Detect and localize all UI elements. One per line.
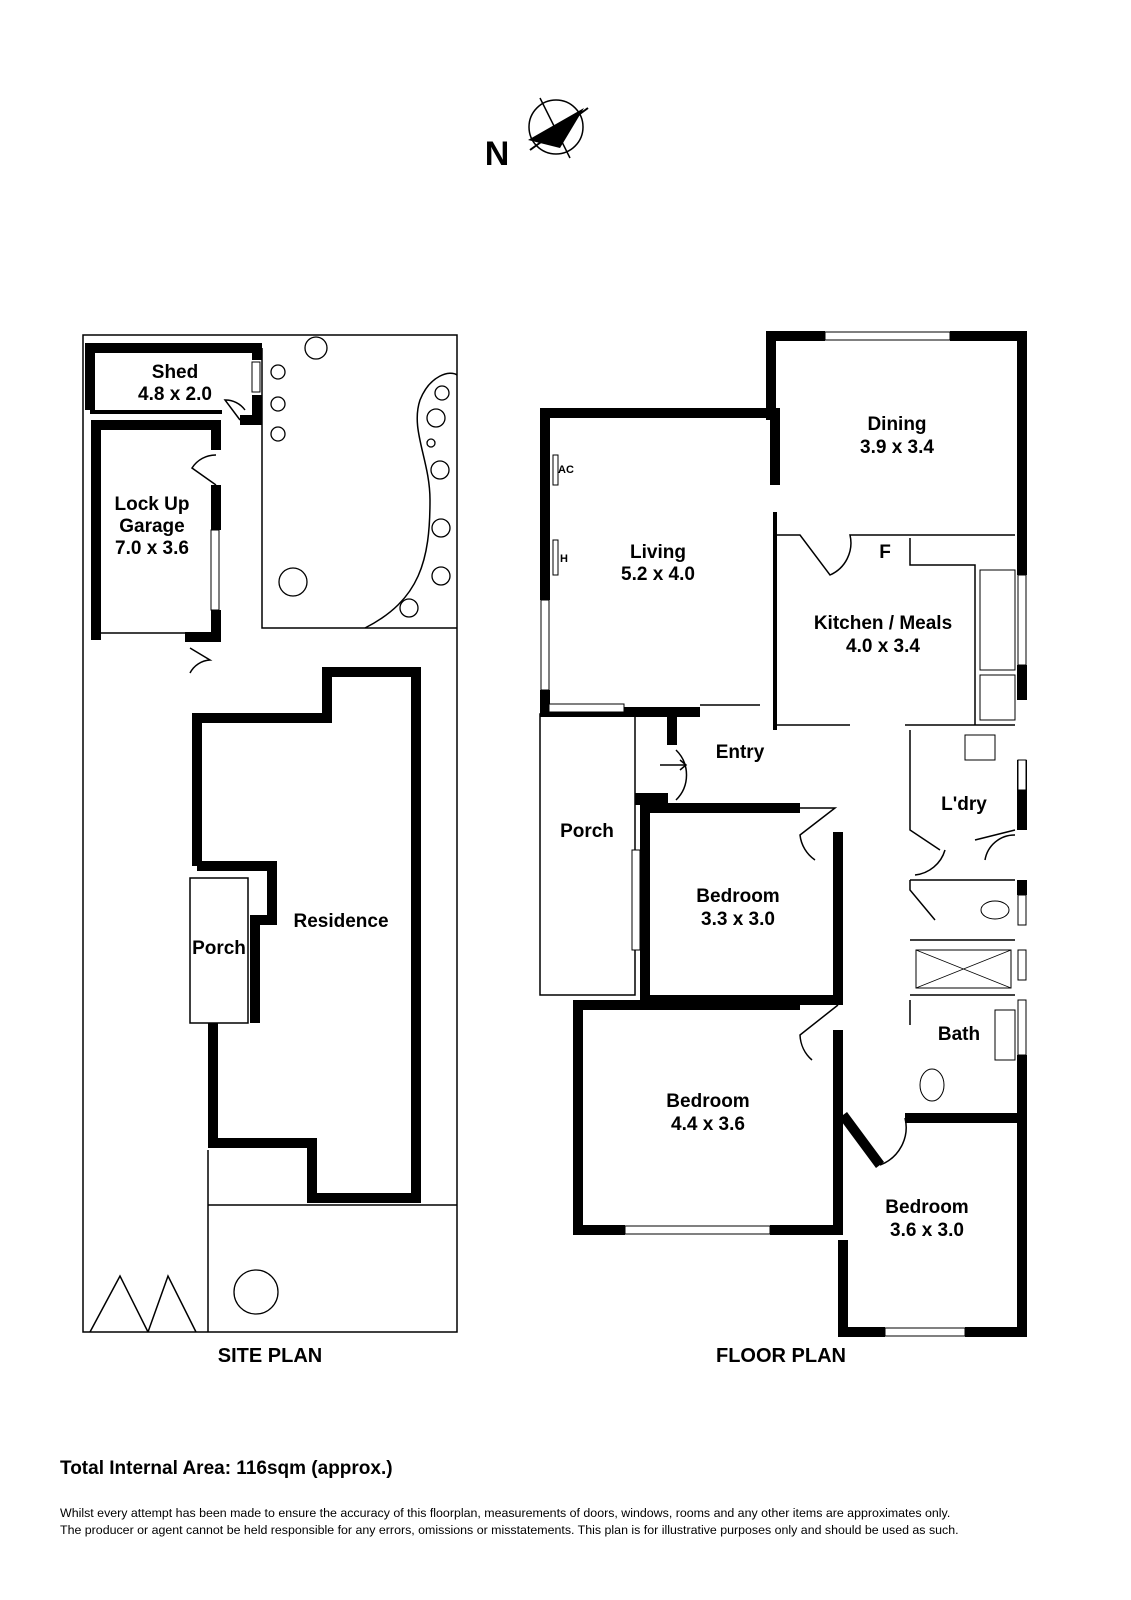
compass-north-label: N [485, 135, 510, 173]
heater-label: H [560, 553, 568, 565]
shed-walls [85, 343, 262, 425]
compass: N [485, 97, 589, 173]
fridge-label: F [879, 542, 891, 563]
garage-label-2: Garage [119, 516, 184, 537]
bath-label: Bath [938, 1024, 980, 1045]
site-plan: Shed 4.8 x 2.0 Lock Up Garage 7.0 x 3.6 … [82, 334, 458, 1367]
room-bedroom-3-size: 3.6 x 3.0 [890, 1220, 964, 1241]
floor-plan: AC H F Dining 3.9 x 3.4 Living 5.2 x 4.0… [539, 331, 1027, 1367]
room-living-size: 5.2 x 4.0 [621, 564, 695, 585]
tree-icons [233, 336, 451, 1315]
room-dining-name: Dining [867, 414, 926, 435]
porch-label: Porch [560, 821, 614, 842]
garage-size: 7.0 x 3.6 [115, 538, 189, 559]
entry-label: Entry [716, 742, 765, 763]
residence-label: Residence [293, 911, 388, 932]
site-plan-title: SITE PLAN [218, 1345, 322, 1367]
room-kitchen-size: 4.0 x 3.4 [846, 636, 920, 657]
north-arrow-icon [528, 108, 584, 148]
laundry-label: L'dry [941, 794, 987, 815]
toilet-icon [980, 900, 1010, 920]
room-kitchen-name: Kitchen / Meals [814, 613, 952, 634]
room-dining-size: 3.9 x 3.4 [860, 437, 934, 458]
garage-label-1: Lock Up [115, 494, 190, 515]
disclaimer-line-1: Whilst every attempt has been made to en… [60, 1506, 951, 1520]
disclaimer: Whilst every attempt has been made to en… [60, 1505, 959, 1539]
room-bedroom-1-size: 3.3 x 3.0 [701, 909, 775, 930]
entry-arrow-icon [660, 759, 688, 771]
garage-walls [91, 420, 221, 642]
total-area: Total Internal Area: 116sqm (approx.) [60, 1458, 393, 1479]
shed-label: Shed [152, 362, 198, 383]
room-bedroom-2-name: Bedroom [666, 1091, 749, 1112]
floor-plan-title: FLOOR PLAN [716, 1345, 846, 1367]
basin-icon [994, 1009, 1016, 1061]
room-bedroom-2-size: 4.4 x 3.6 [671, 1114, 745, 1135]
residence-walls [192, 667, 421, 1203]
room-living-name: Living [630, 542, 686, 563]
ac-label: AC [558, 464, 574, 476]
shed-size: 4.8 x 2.0 [138, 384, 212, 405]
toilet-icon [919, 1068, 945, 1102]
disclaimer-line-2: The producer or agent cannot be held res… [60, 1523, 959, 1537]
site-porch-label: Porch [192, 938, 246, 959]
room-bedroom-3-name: Bedroom [885, 1197, 968, 1218]
room-bedroom-1-name: Bedroom [696, 886, 779, 907]
